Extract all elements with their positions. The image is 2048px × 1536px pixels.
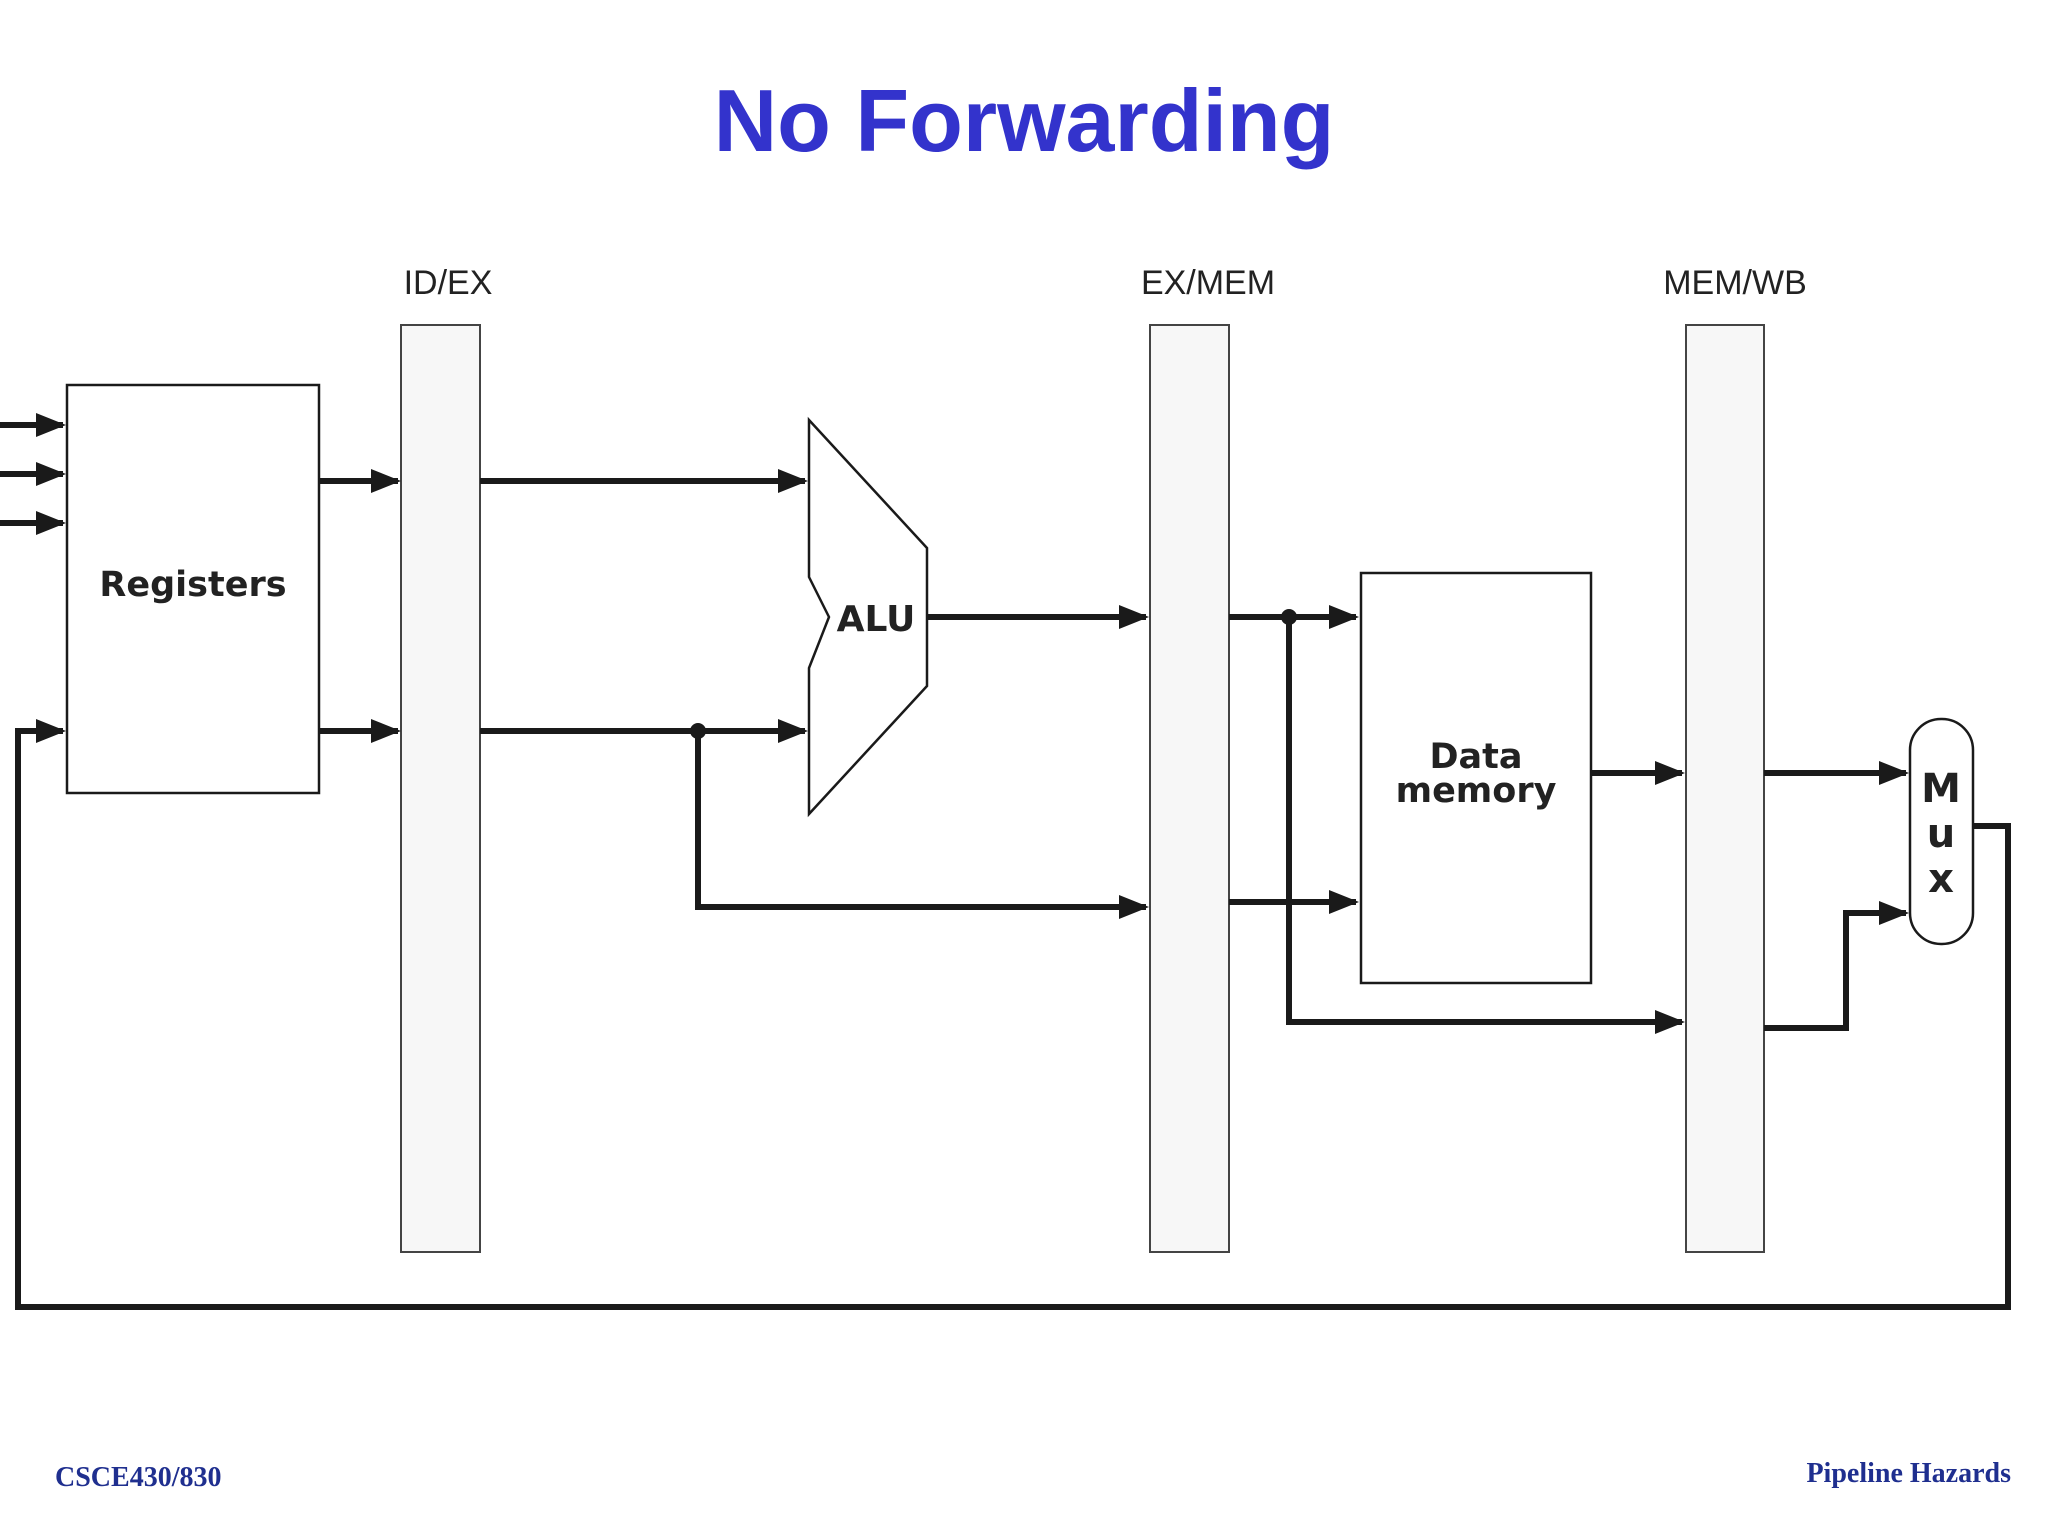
mem-wb-label: MEM/WB [1663,264,1807,302]
writeback-loop [15,719,2011,1310]
id-ex-register [400,324,481,1253]
registers-box [65,383,321,795]
memwb-to-mux-bottom [1764,901,1909,1031]
ex-mem-register [1149,324,1230,1253]
data-memory-label-line2: memory [1396,771,1557,811]
id-ex-label: ID/EX [404,264,493,302]
mem-wb-register [1685,324,1765,1253]
mux-shape [1908,717,1975,946]
idex-to-exmem-wire [695,731,1149,919]
alu-shape [807,416,929,818]
slide-title: No Forwarding [713,71,1335,170]
footer-topic: Pipeline Hazards [1806,1458,2011,1489]
mux-letter-m: M [1921,766,1961,812]
footer-course: CSCE430/830 [55,1462,222,1493]
data-memory-box [1359,571,1593,985]
ex-mem-label: EX/MEM [1141,264,1275,302]
mux-letter-x: x [1928,856,1954,902]
registers-label: Registers [99,565,286,605]
exmem-bypass-to-memwb [1286,617,1685,1034]
data-memory-label-line1: Data [1429,737,1522,777]
mux-letter-u: u [1927,811,1955,857]
alu-label: ALU [837,599,916,640]
